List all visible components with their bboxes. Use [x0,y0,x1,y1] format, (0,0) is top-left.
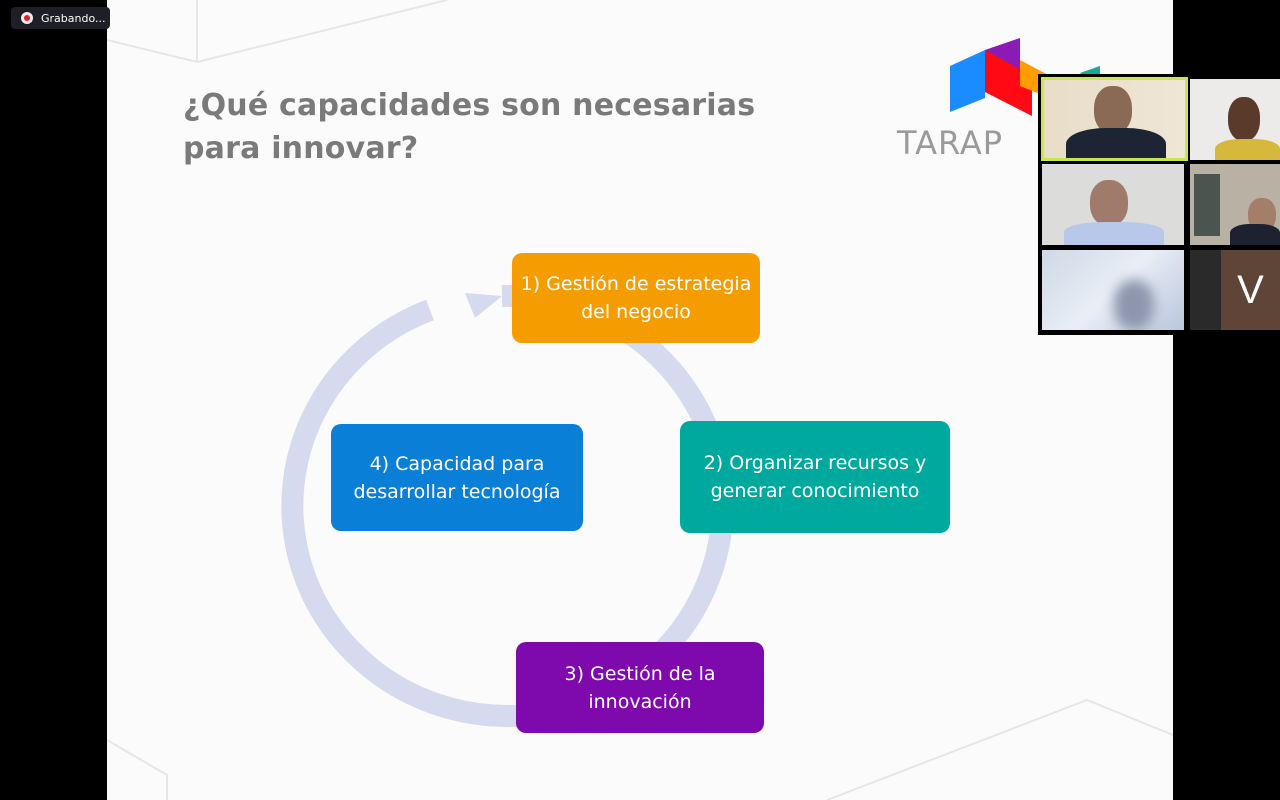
video-tile-participant[interactable] [1042,250,1184,330]
video-tile-participant[interactable] [1190,79,1280,160]
cycle-step-4: 4) Capacidad para desarrollar tecnología [331,424,583,531]
video-tile-participant[interactable] [1042,164,1184,245]
recording-label: Grabando... [41,11,106,25]
recording-indicator[interactable]: Grabando... [11,7,110,29]
video-tile-active-speaker[interactable] [1041,77,1188,161]
slide-title: ¿Qué capacidades son necesarias para inn… [183,84,755,170]
video-gallery[interactable]: V [1038,74,1280,335]
video-tile-avatar[interactable]: V [1190,250,1280,330]
cycle-step-3: 3) Gestión de la innovación [516,642,764,733]
video-tile-participant[interactable] [1190,164,1280,245]
cycle-step-2: 2) Organizar recursos y generar conocimi… [680,421,950,533]
record-dot-icon [21,12,33,24]
title-line-1: ¿Qué capacidades son necesarias [183,88,756,123]
cycle-arrowhead-icon [465,293,502,318]
logo-text: TARAP [897,124,1004,162]
avatar-initial: V [1221,250,1280,330]
presentation-slide: ¿Qué capacidades son necesarias para inn… [107,0,1173,800]
cycle-step-1: 1) Gestión de estrategia del negocio [512,253,760,343]
title-line-2: para innovar? [183,131,419,166]
tarapaca-logo-icon [950,38,1100,116]
